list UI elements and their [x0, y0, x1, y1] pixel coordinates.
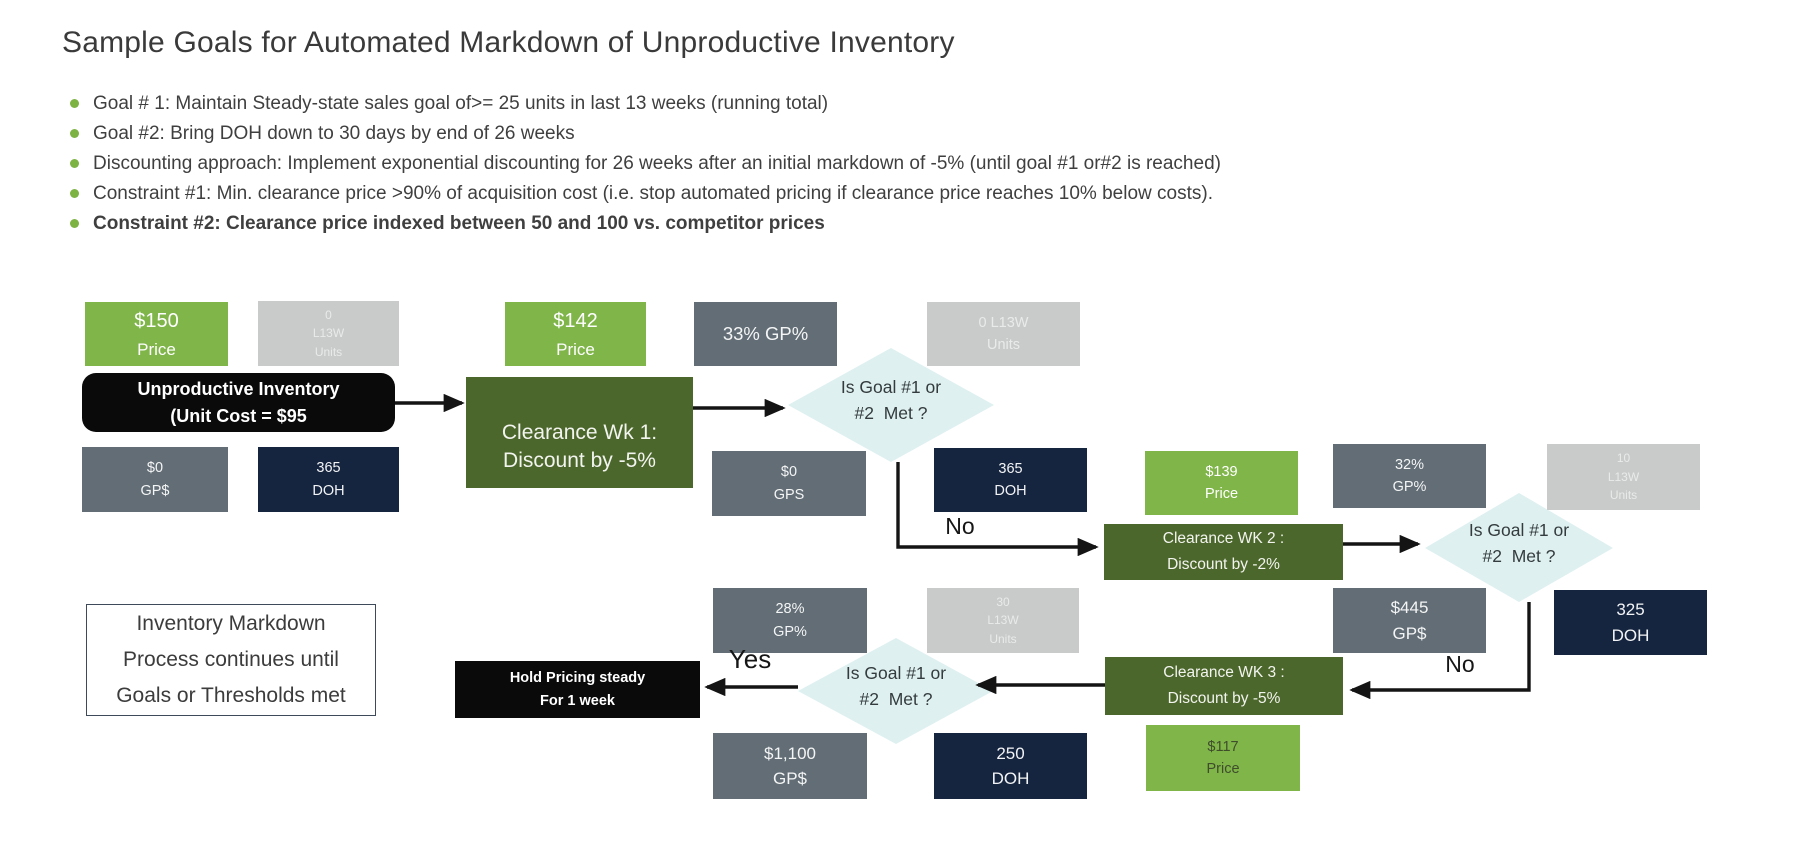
decision-diamond-1: [788, 348, 994, 462]
goal-bullet-list: Goal # 1: Maintain Steady-state sales go…: [62, 92, 1702, 242]
stat-price-117: $117 Price: [1146, 725, 1300, 791]
bullet-goal-1: Goal # 1: Maintain Steady-state sales go…: [62, 92, 1702, 122]
bullet-dot: [70, 159, 79, 168]
stat-gp-1100: $1,100 GP$: [713, 733, 867, 799]
decision-diamond-2: [1425, 493, 1613, 602]
arrow-decision1-no-to-wk2: [896, 462, 1099, 557]
stat-gp-28pct: 28% GP%: [713, 588, 867, 653]
bullet-constraint-1: Constraint #1: Min. clearance price >90%…: [62, 182, 1702, 212]
stat-gps-wk1: $0 GPS: [712, 451, 866, 516]
clearance-wk2-node: Clearance WK 2 : Discount by -2%: [1104, 524, 1343, 580]
bullet-dot: [70, 99, 79, 108]
stat-units-l13w-initial: 0 L13W Units: [258, 301, 399, 366]
decision-diamond-3: [798, 638, 993, 744]
stat-gp-33pct: 33% GP%: [694, 302, 837, 366]
process-note: Inventory Markdown Process continues unt…: [86, 604, 376, 716]
stat-doh-initial: 365 DOH: [258, 447, 399, 512]
unproductive-inventory-node: Unproductive Inventory (Unit Cost = $95: [82, 373, 395, 432]
decision3-label: Is Goal #1 or #2 Met ?: [845, 663, 947, 709]
edge-label-no-1: No: [945, 513, 975, 539]
stat-price-142: $142 Price: [505, 302, 646, 366]
stat-doh-325: 325 DOH: [1554, 590, 1707, 655]
decision2-label: Is Goal #1 or #2 Met ?: [1468, 520, 1570, 566]
stat-gp-445: $445 GP$: [1333, 588, 1486, 653]
bullet-constraint-2: Constraint #2: Clearance price indexed b…: [62, 212, 1702, 242]
bullet-goal-2: Goal #2: Bring DOH down to 30 days by en…: [62, 122, 1702, 152]
stat-price-139: $139 Price: [1145, 451, 1298, 515]
bullet-discounting-approach: Discounting approach: Implement exponent…: [62, 152, 1702, 182]
page-title: Sample Goals for Automated Markdown of U…: [62, 26, 955, 59]
stat-units-l13w-wk1: 0 L13W Units: [927, 302, 1080, 366]
bullet-dot: [70, 189, 79, 198]
stat-units-l13w-wk3: 30 L13W Units: [927, 588, 1079, 653]
bullet-dot: [70, 219, 79, 228]
edge-label-no-2: No: [1445, 651, 1475, 677]
stat-doh-wk1: 365 DOH: [934, 448, 1087, 512]
arrow-decision2-no-to-wk3: [1349, 602, 1531, 700]
hold-pricing-node: Hold Pricing steady For 1 week: [455, 661, 700, 718]
clearance-wk1-node: Clearance Wk 1: Discount by -5%: [466, 377, 693, 488]
clearance-wk3-node: Clearance WK 3 : Discount by -5%: [1105, 657, 1343, 715]
decision1-label: Is Goal #1 or #2 Met ?: [840, 377, 942, 423]
stat-gp-32pct: 32% GP%: [1333, 444, 1486, 508]
stat-doh-250: 250 DOH: [934, 733, 1087, 799]
stat-gp-dollar-initial: $0 GP$: [82, 447, 228, 512]
edge-label-yes: Yes: [728, 644, 772, 674]
bullet-dot: [70, 129, 79, 138]
stat-price-150: $150 Price: [85, 302, 228, 366]
stat-units-l13w-wk2: 10 L13W Units: [1547, 444, 1700, 510]
